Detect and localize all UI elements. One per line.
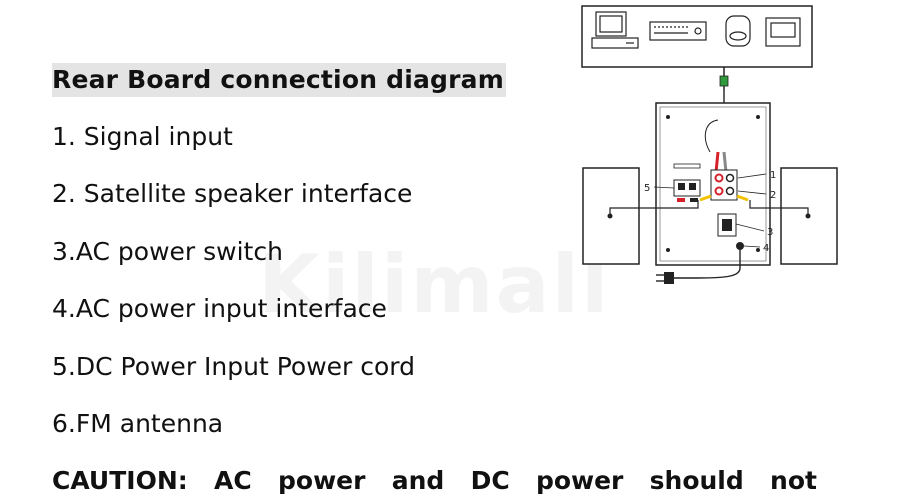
list-item-satellite-speaker: 2. Satellite speaker interface — [52, 179, 413, 208]
callout-4: 4 — [763, 243, 769, 254]
caution-word: CAUTION: — [52, 466, 188, 495]
cd-player-icon — [725, 15, 751, 47]
callout-5: 5 — [644, 183, 650, 194]
caution-word: DC — [470, 466, 510, 495]
diagram-heading: Rear Board connection diagram — [52, 63, 506, 97]
signal-plug-icon — [719, 67, 729, 90]
caution-word: power — [535, 466, 624, 495]
input-jack-icon — [710, 169, 738, 201]
callout-2: 2 — [770, 190, 776, 201]
tv-icon — [765, 17, 801, 47]
caution-word: AC — [214, 466, 252, 495]
left-satellite-speaker — [582, 167, 640, 265]
power-switch-icon — [717, 213, 737, 237]
list-item-ac-power-switch: 3.AC power switch — [52, 237, 283, 266]
callout-1: 1 — [770, 170, 776, 181]
caution-word: and — [391, 466, 445, 495]
power-plug-icon — [656, 272, 674, 284]
ac-input-icon — [736, 242, 744, 250]
caution-line: CAUTION: AC power and DC power should no… — [52, 464, 817, 498]
right-satellite-speaker — [780, 167, 838, 265]
rca-cable-icon — [714, 151, 728, 173]
list-item-signal-input: 1. Signal input — [52, 122, 233, 151]
caution-word: power — [278, 466, 366, 495]
list-item-ac-power-input: 4.AC power input interface — [52, 294, 387, 323]
computer-icon — [591, 11, 639, 49]
source-devices-box — [581, 5, 813, 68]
caution-word: not — [770, 466, 817, 495]
list-item-dc-power-cord: 5.DC Power Input Power cord — [52, 352, 416, 381]
list-item-fm-antenna: 6.FM antenna — [52, 409, 224, 438]
receiver-icon — [649, 21, 707, 41]
caution-word: should — [649, 466, 744, 495]
rear-board-diagram: 1 2 3 4 5 — [581, 5, 838, 284]
callout-3: 3 — [767, 227, 773, 238]
